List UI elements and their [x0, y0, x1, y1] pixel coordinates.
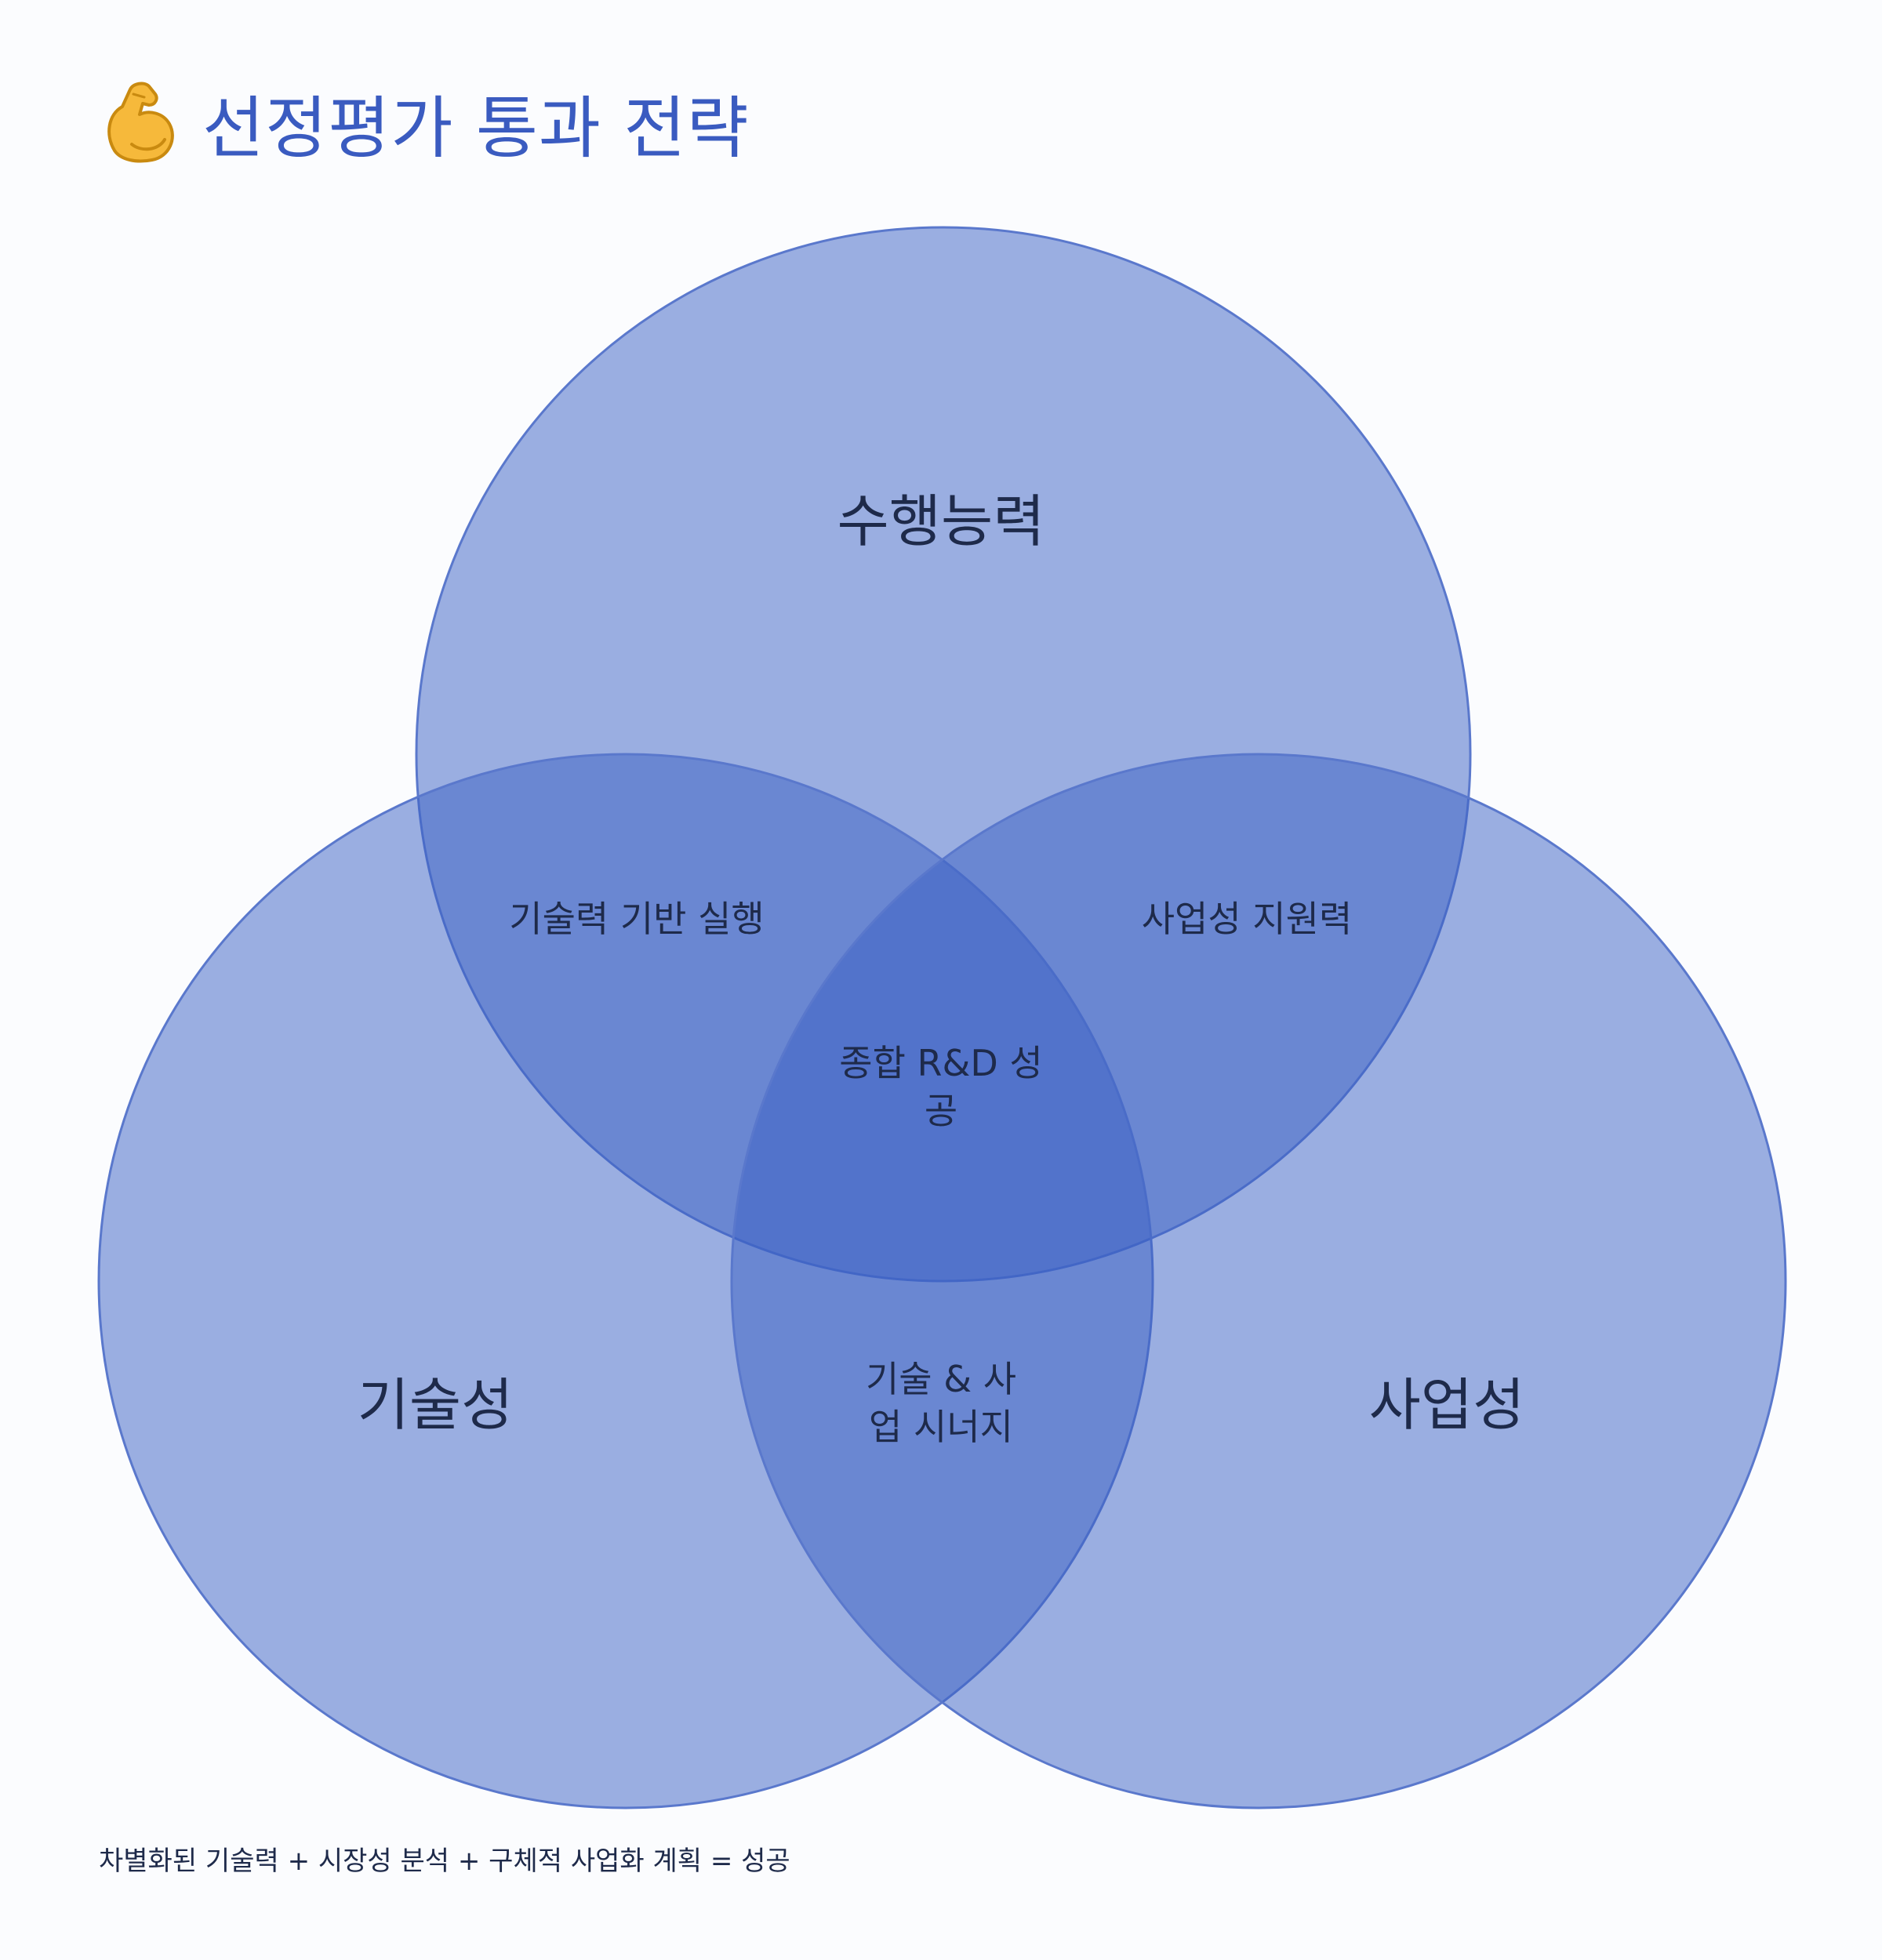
title-row: 선정평가 통과 전략 [100, 71, 750, 172]
circle-right [730, 753, 1787, 1809]
flexed-biceps-icon [107, 82, 174, 163]
set-label-right: 사업성 [1369, 1372, 1525, 1438]
page-title: 선정평가 통과 전략 [202, 89, 750, 168]
overlap-label-center-line1: 종합 R&D 성 [839, 1042, 1042, 1084]
set-label-top: 수행능력 [837, 488, 1045, 554]
footer-note: 차별화된 기술력 + 시장성 분석 + 구체적 사업화 계획 = 성공 [99, 1846, 790, 1877]
set-label-left: 기술성 [358, 1372, 514, 1438]
overlap-label-center-line2: 공 [925, 1090, 957, 1132]
overlap-label-left-right-line1: 기술 & 사 [866, 1358, 1016, 1400]
overlap-label-top-right: 사업성 지원력 [1142, 898, 1353, 940]
overlap-label-top-left: 기술력 기반 실행 [509, 898, 764, 940]
overlap-label-left-right-line2: 업 시너지 [869, 1406, 1013, 1448]
